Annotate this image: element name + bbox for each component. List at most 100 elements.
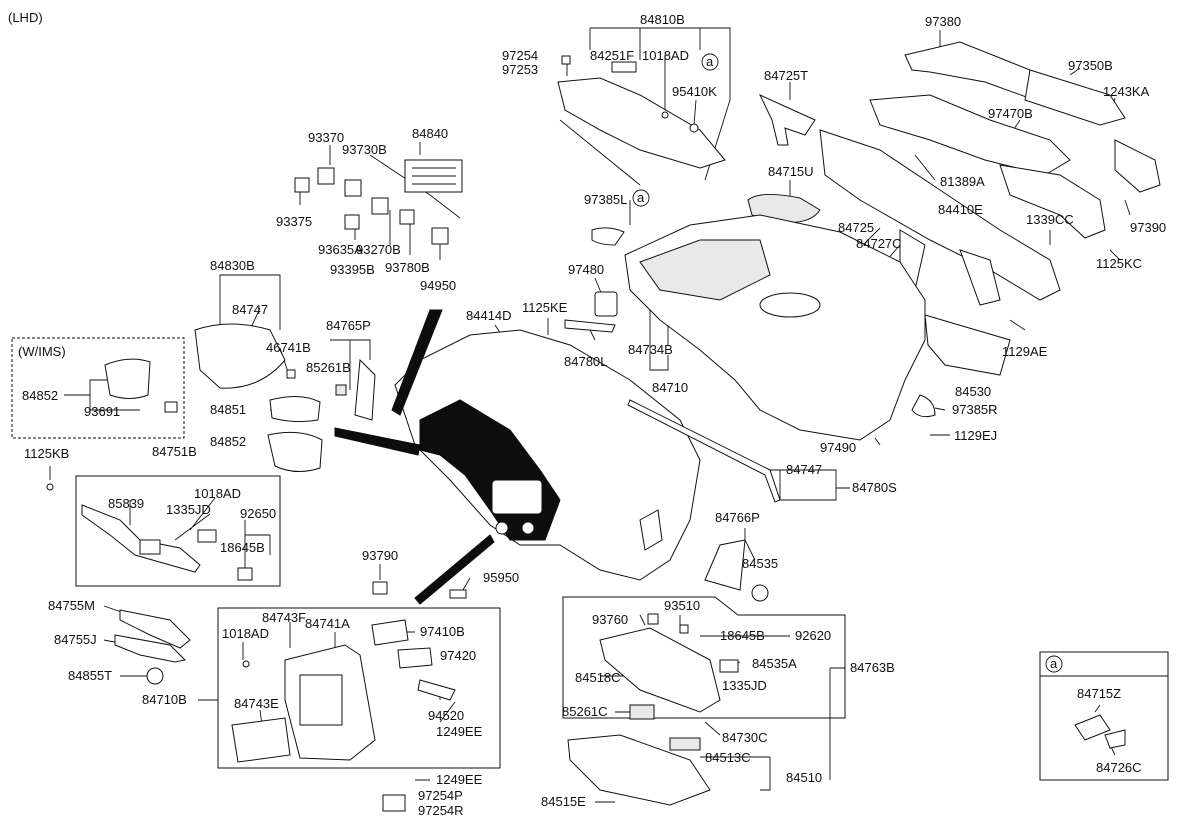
label-84725: 84725 — [838, 220, 874, 235]
crash-pad-cover — [557, 77, 726, 169]
label-93370: 93370 — [308, 130, 344, 145]
label-84535: 84535 — [742, 556, 778, 571]
label-97410B: 97410B — [420, 624, 465, 639]
label-84747-mid: 84747 — [786, 462, 822, 477]
label-1335JD-mid: 1335JD — [166, 502, 211, 517]
label-84535A: 84535A — [752, 656, 797, 671]
callout-a-detail: a — [1050, 656, 1058, 671]
label-93790: 93790 — [362, 548, 398, 563]
label-84755J: 84755J — [54, 632, 97, 647]
group-boxes — [11, 337, 1169, 781]
label-84840: 84840 — [412, 126, 448, 141]
label-84251F: 84251F — [590, 48, 634, 63]
label-84518C: 84518C — [575, 670, 621, 685]
label-1125KB: 1125KB — [24, 446, 69, 461]
label-93270B: 93270B — [356, 242, 401, 257]
parts-art — [46, 41, 1161, 812]
label-84410E: 84410E — [938, 202, 983, 217]
label-1125KC: 1125KC — [1096, 256, 1142, 271]
label-1129AE: 1129AE — [1002, 344, 1048, 359]
label-1129EJ: 1129EJ — [954, 428, 997, 443]
label-84710: 84710 — [652, 380, 688, 395]
part-84251F — [611, 61, 637, 73]
instrument-panel — [394, 329, 701, 581]
label-18645B-low: 18645B — [720, 628, 765, 643]
label-93760: 93760 — [592, 612, 628, 627]
callout-a-mid: a — [637, 190, 645, 205]
label-97380: 97380 — [925, 14, 961, 29]
label-84743E: 84743E — [234, 696, 279, 711]
label-84780L: 84780L — [564, 354, 607, 369]
label-93635A: 93635A — [318, 242, 363, 257]
label-97490: 97490 — [820, 440, 856, 455]
label-1018AD-top: 1018AD — [642, 48, 689, 63]
label-97385R: 97385R — [952, 402, 998, 417]
lower-panel-box — [217, 607, 501, 769]
label-97254P: 97254P — [418, 788, 463, 803]
label-1335JD-low: 1335JD — [722, 678, 767, 693]
label-84741A: 84741A — [305, 616, 350, 631]
label-84726C: 84726C — [1096, 760, 1142, 775]
label-93395B: 93395B — [330, 262, 375, 277]
callout-a-top: a — [706, 54, 714, 69]
variant-label: (LHD) — [8, 10, 43, 25]
cluster-fascia — [194, 323, 286, 389]
label-84852-wims: 84852 — [22, 388, 58, 403]
wims-box — [11, 337, 185, 439]
label-1249EE-b: 1249EE — [436, 772, 483, 787]
label-97254: 97254 — [502, 48, 538, 63]
label-84830B: 84830B — [210, 258, 255, 273]
label-1018AD-mid: 1018AD — [194, 486, 241, 501]
label-97420: 97420 — [440, 648, 476, 663]
label-18645B-mid: 18645B — [220, 540, 265, 555]
label-84755M: 84755M — [48, 598, 95, 613]
label-85261C: 85261C — [562, 704, 608, 719]
switch-panel-box — [75, 475, 281, 587]
label-97480: 97480 — [568, 262, 604, 277]
label-93730B: 93730B — [342, 142, 387, 157]
label-84725T: 84725T — [764, 68, 808, 83]
label-84414D: 84414D — [466, 308, 512, 323]
label-84515E: 84515E — [541, 794, 586, 809]
label-84743F: 84743F — [262, 610, 306, 625]
label-84715U: 84715U — [768, 164, 814, 179]
label-84780S: 84780S — [852, 480, 897, 495]
label-85839: 85839 — [108, 496, 144, 511]
label-84730C: 84730C — [722, 730, 768, 745]
label-92650: 92650 — [240, 506, 276, 521]
label-84715Z: 84715Z — [1077, 686, 1121, 701]
label-97350B: 97350B — [1068, 58, 1113, 73]
label-95950: 95950 — [483, 570, 519, 585]
label-84851: 84851 — [210, 402, 246, 417]
label-84765P: 84765P — [326, 318, 371, 333]
label-1018AD-low: 1018AD — [222, 626, 269, 641]
label-93375: 93375 — [276, 214, 312, 229]
glove-box-door — [567, 734, 711, 806]
label-81389A: 81389A — [940, 174, 985, 189]
label-wims: (W/IMS) — [18, 344, 66, 359]
label-84763B: 84763B — [850, 660, 895, 675]
label-84727C: 84727C — [856, 236, 902, 251]
label-97254R: 97254R — [418, 803, 464, 818]
label-97390: 97390 — [1130, 220, 1166, 235]
label-84710B: 84710B — [142, 692, 187, 707]
label-97385L: 97385L — [584, 192, 627, 207]
glove-box-inner — [599, 627, 721, 713]
label-85261B: 85261B — [306, 360, 351, 375]
label-46741B: 46741B — [266, 340, 311, 355]
label-94520: 94520 — [428, 708, 464, 723]
label-84810B: 84810B — [640, 12, 685, 27]
clip-97254 — [561, 55, 571, 65]
label-84747-top: 84747 — [232, 302, 268, 317]
label-92620: 92620 — [795, 628, 831, 643]
detail-a-box — [1039, 651, 1169, 781]
label-1243KA: 1243KA — [1103, 84, 1150, 99]
label-84751B: 84751B — [152, 444, 197, 459]
label-97253: 97253 — [502, 62, 538, 77]
switch-93375 — [294, 177, 310, 193]
label-84530: 84530 — [955, 384, 991, 399]
label-93780B: 93780B — [385, 260, 430, 275]
label-84734B: 84734B — [628, 342, 673, 357]
